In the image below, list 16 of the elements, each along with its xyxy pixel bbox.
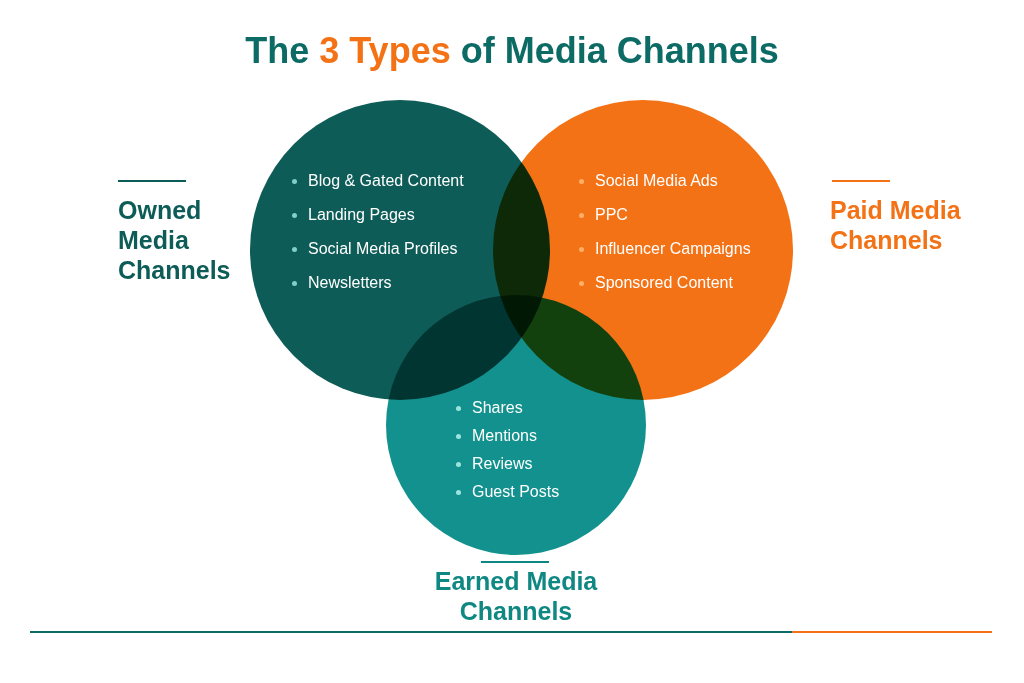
list-item: Social Media Ads — [577, 172, 751, 190]
list-item: Landing Pages — [290, 206, 464, 224]
list-item: Mentions — [454, 427, 560, 445]
list-item: Reviews — [454, 455, 560, 473]
list-item: Newsletters — [290, 274, 464, 292]
channel-heading: Paid Media Channels — [830, 195, 962, 255]
title: The 3 Types of Media Channels — [244, 30, 780, 72]
list-item: Influencer Campaigns — [577, 240, 751, 258]
list-item: PPC — [577, 206, 751, 224]
list-item: Sponsored Content — [577, 274, 751, 292]
channel-heading: Owned Media Channels — [118, 195, 232, 285]
list-item: Blog & Gated Content — [290, 172, 464, 190]
list-item: Social Media Profiles — [290, 240, 464, 258]
channel-heading: Earned Media Channels — [433, 566, 599, 626]
list-item: Guest Posts — [454, 483, 560, 501]
list-item: Shares — [454, 399, 560, 417]
